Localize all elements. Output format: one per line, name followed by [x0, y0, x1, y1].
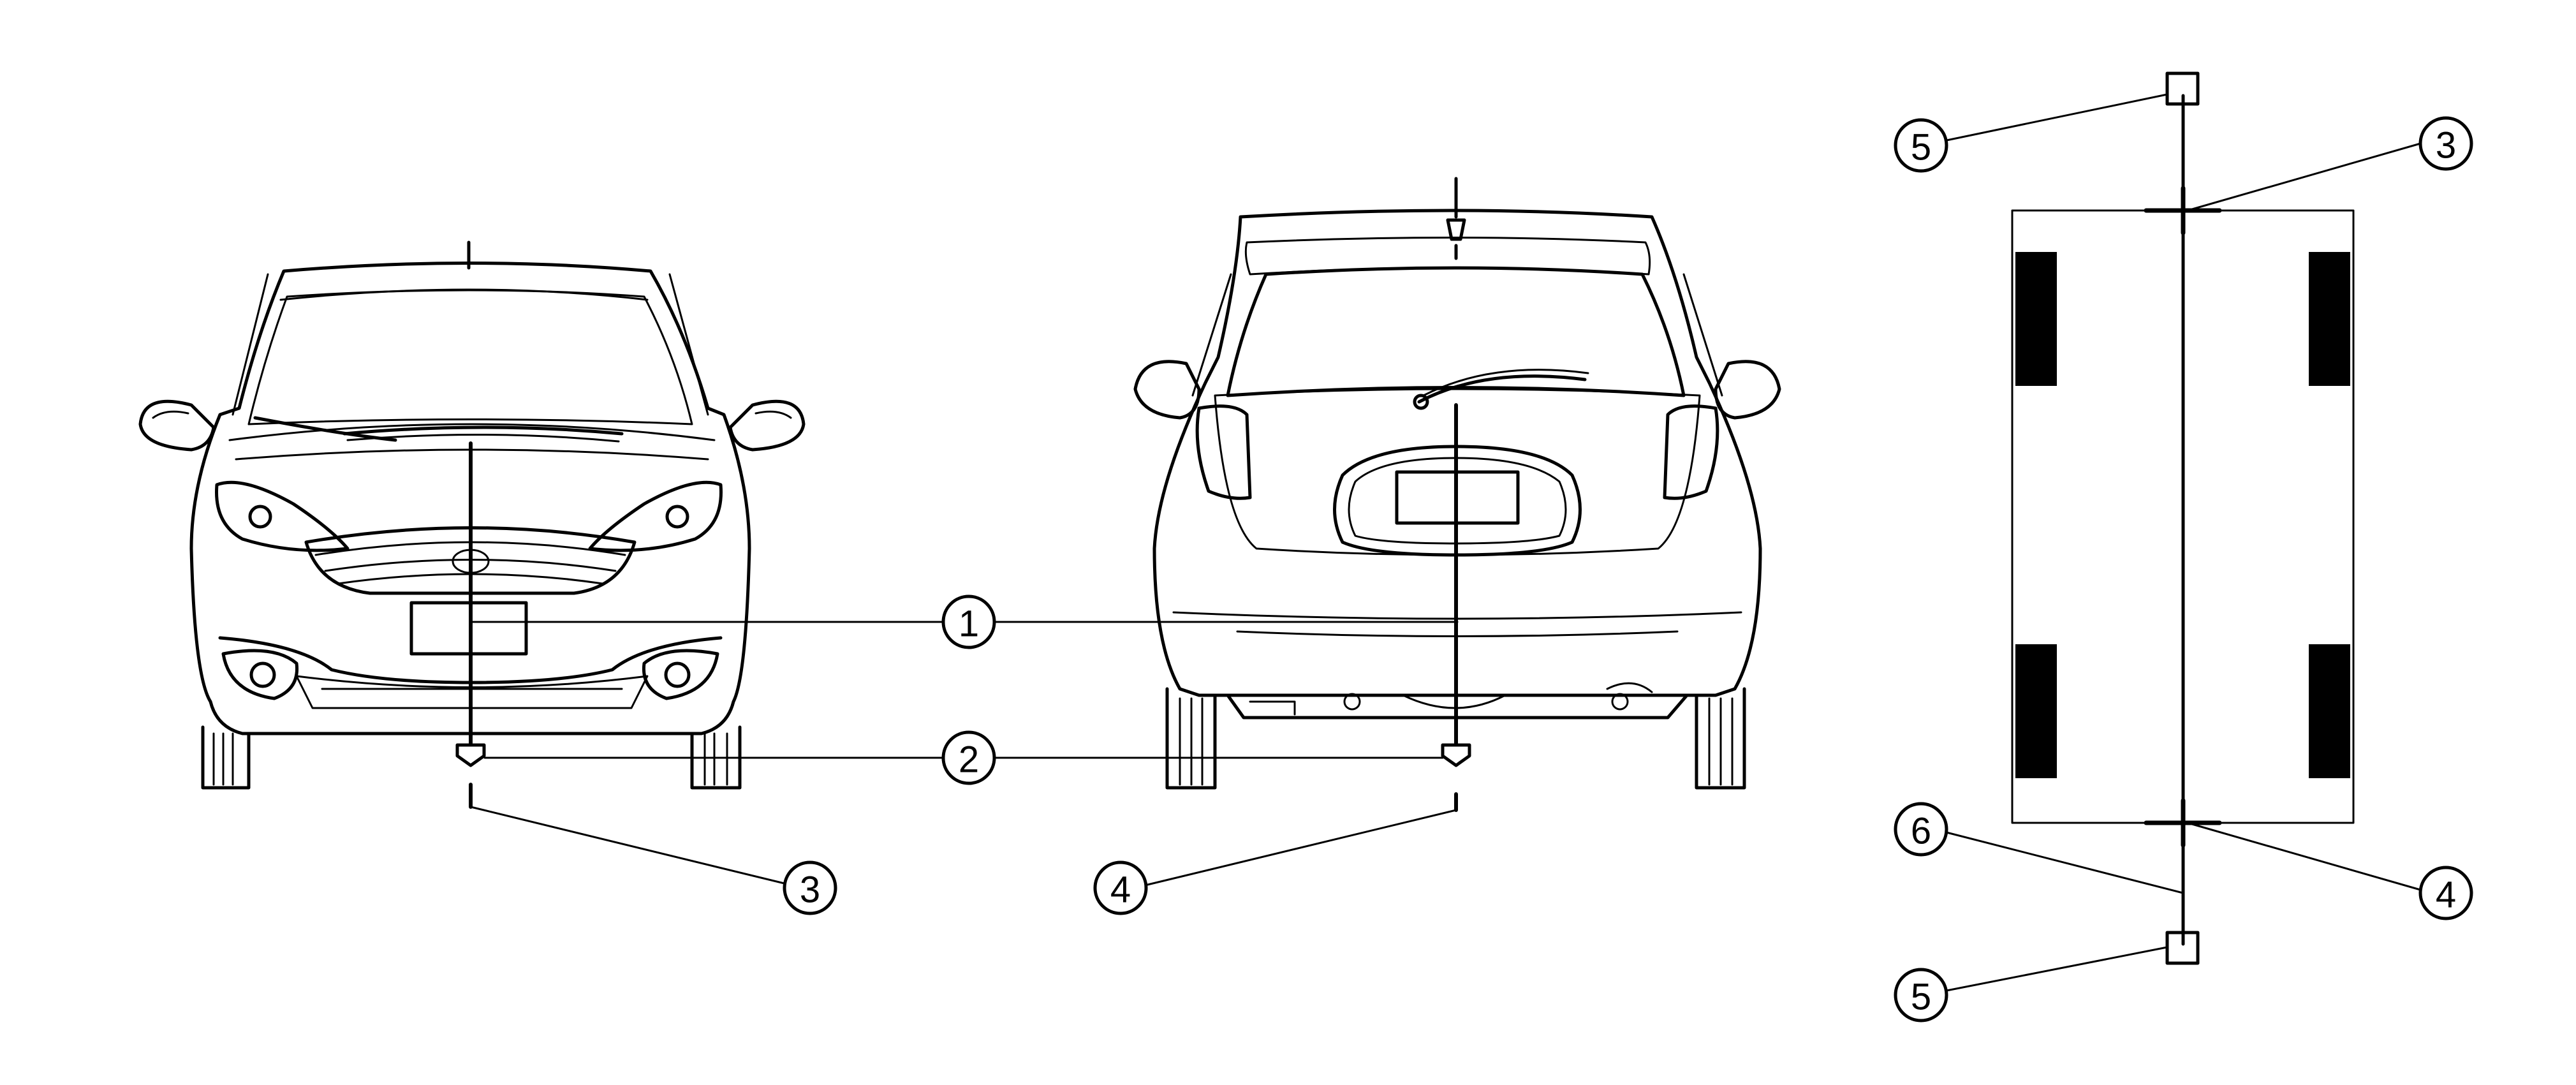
- callout-5-top: 5: [1894, 118, 1948, 173]
- svg-text:4: 4: [1110, 869, 1131, 911]
- svg-text:1: 1: [959, 603, 979, 645]
- leader-lines: [469, 93, 2422, 992]
- rear-right-wheel: [2309, 644, 2350, 778]
- front-anchor-post: [2165, 71, 2200, 106]
- svg-text:3: 3: [2436, 125, 2456, 166]
- svg-text:4: 4: [2436, 875, 2456, 916]
- rear-plumb-line: [1441, 403, 1471, 812]
- rear-left-wheel: [2015, 644, 2057, 778]
- callout-3-plan: 3: [2418, 116, 2473, 171]
- svg-text:5: 5: [1911, 977, 1931, 1018]
- callout-6: 6: [1894, 802, 1948, 857]
- callout-3-front: 3: [783, 860, 837, 915]
- svg-text:2: 2: [959, 739, 979, 781]
- callout-1: 1: [941, 594, 996, 649]
- callout-2: 2: [941, 730, 996, 785]
- front-right-wheel: [2309, 252, 2350, 386]
- svg-text:3: 3: [800, 869, 820, 911]
- callout-5-bottom: 5: [1894, 968, 1948, 1022]
- front-left-wheel: [2015, 252, 2057, 386]
- callout-4-plan: 4: [2418, 866, 2473, 920]
- svg-text:6: 6: [1911, 811, 1931, 852]
- svg-text:5: 5: [1911, 127, 1931, 168]
- front-plumb-line: [455, 441, 486, 809]
- plan-view-vehicle: [2011, 71, 2355, 965]
- callout-4-rear: 4: [1093, 860, 1148, 915]
